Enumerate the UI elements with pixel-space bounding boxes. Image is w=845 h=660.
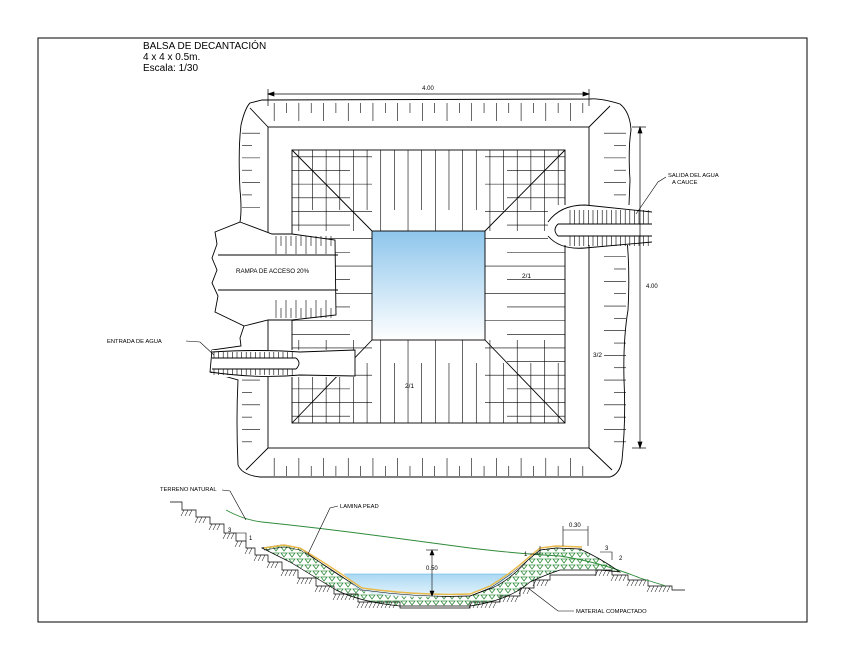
section-depth-label: 0.50: [426, 566, 438, 572]
section-slope-right-v: 1: [524, 552, 528, 558]
section-view: 0.50 0.30 3 1 1 3 2 TERRENO NATURAL LAMI…: [160, 487, 685, 615]
title-block: BALSA DE DECANTACIÓN 4 x 4 x 0.5m. Escal…: [143, 41, 266, 74]
plan-slope-inner-bottom: 2/1: [405, 383, 414, 390]
plan-view: 4.00 4.00 RAMPA DE ACCESO 20% ENTRADA DE…: [107, 86, 719, 478]
section-terrain-leader: [221, 489, 247, 521]
section-slope-right-h3: 3: [605, 546, 609, 552]
section-compacted-label: MATERIAL COMPACTADO: [576, 609, 647, 615]
plan-dim-right-label: 4.00: [646, 284, 658, 290]
plan-slope-outer-right: 3/2: [593, 352, 602, 359]
section-terrain-label: TERRENO NATURAL: [160, 487, 217, 493]
plan-corner-diagonals: [245, 105, 613, 471]
plan-inlet-leader: [185, 340, 215, 356]
section-crest-label: 0.30: [569, 523, 581, 529]
section-slope-left: [236, 532, 247, 541]
plan-dim-top: [266, 89, 591, 106]
section-compacted-leader: [527, 587, 574, 612]
plan-slope-inner-right: 2/1: [522, 273, 531, 280]
plan-outlet-leader: [635, 176, 667, 215]
section-slope-right: [530, 546, 613, 560]
title-scale: Escala: 1/30: [143, 63, 199, 74]
title-size: 4 x 4 x 0.5m.: [143, 52, 201, 63]
plan-outer-embankment: [209, 98, 632, 478]
plan-ramp-label: RAMPA DE ACCESO 20%: [236, 268, 310, 275]
section-liner-label: LAMINA PEAD: [340, 504, 379, 510]
plan-inlet-pipe: [209, 349, 356, 377]
sheet-border: [37, 37, 808, 623]
section-slope-left-h: 3: [228, 528, 232, 534]
plan-outer-slope-hatch: [242, 103, 626, 476]
section-slope-right-h2: 2: [619, 556, 623, 562]
plan-dim-top-label: 4.00: [422, 86, 434, 92]
plan-inlet-label: ENTRADA DE AGUA: [107, 339, 162, 345]
section-dim-depth: [426, 549, 438, 597]
section-liner-leader: [307, 505, 339, 555]
plan-water-surface: [371, 230, 486, 341]
plan-outlet-pipe: [547, 204, 653, 249]
title-name: BALSA DE DECANTACIÓN: [143, 41, 267, 52]
section-liner: [263, 544, 583, 596]
plan-outlet-label-1: SALIDA DEL AGUA: [668, 173, 719, 179]
plan-dim-right: [632, 125, 646, 450]
section-slope-left-v: 1: [249, 536, 253, 542]
plan-outlet-label-2: A CAUCE: [672, 180, 698, 186]
section-dim-crest: [562, 526, 589, 546]
plan-access-ramp: [218, 221, 338, 327]
